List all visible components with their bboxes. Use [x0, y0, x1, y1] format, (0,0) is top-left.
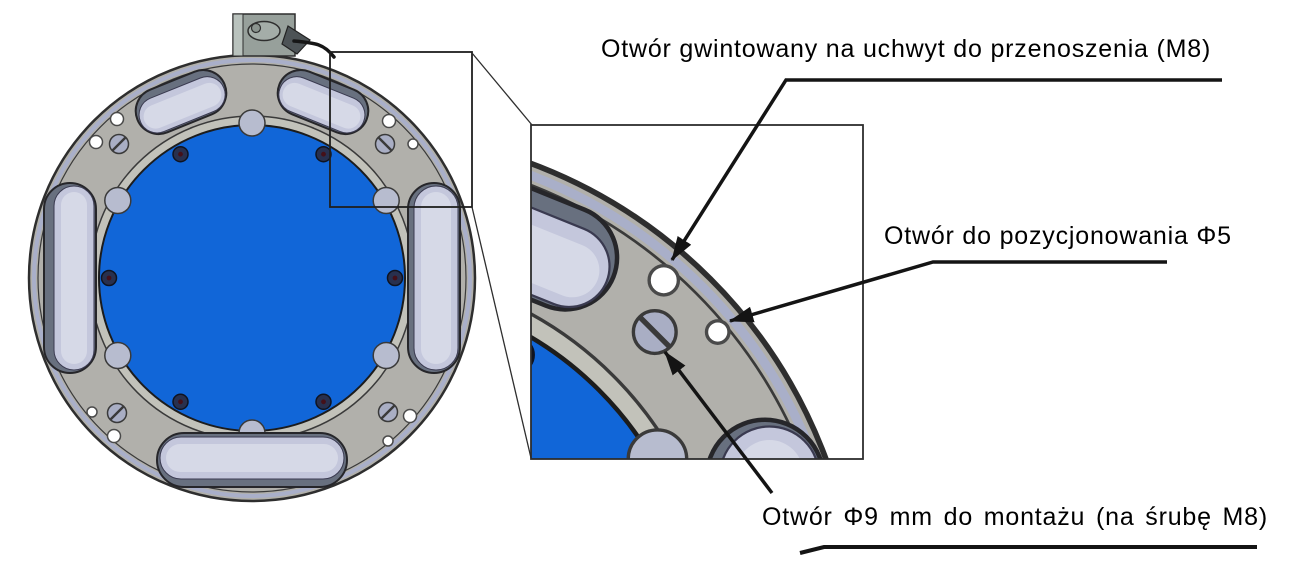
callout-label-mounting-hole: Otwór Φ9 mm do montażu (na śrubę M8) [762, 503, 1269, 531]
top-bracket [232, 13, 336, 59]
zoom-connector-bottom [471, 206, 532, 459]
callout-label-positioning-hole: Otwór do pozycjonowania Φ5 [884, 222, 1232, 250]
zoom-source-rect [329, 51, 473, 208]
flange-front-view [27, 53, 477, 503]
detail-view [530, 124, 864, 460]
callout-label-threaded-hole: Otwór gwintowany na uchwyt do przenoszen… [601, 35, 1212, 63]
label-3-underline [799, 545, 1257, 555]
bracket-cable [292, 39, 336, 59]
leader-arrow-threaded-hole [670, 78, 1222, 262]
zoom-connector-top [471, 52, 533, 126]
leader-arrow-mounting-hole [663, 350, 774, 495]
leader-arrow-positioning-hole [728, 260, 1167, 323]
detail-box-border [530, 124, 864, 460]
